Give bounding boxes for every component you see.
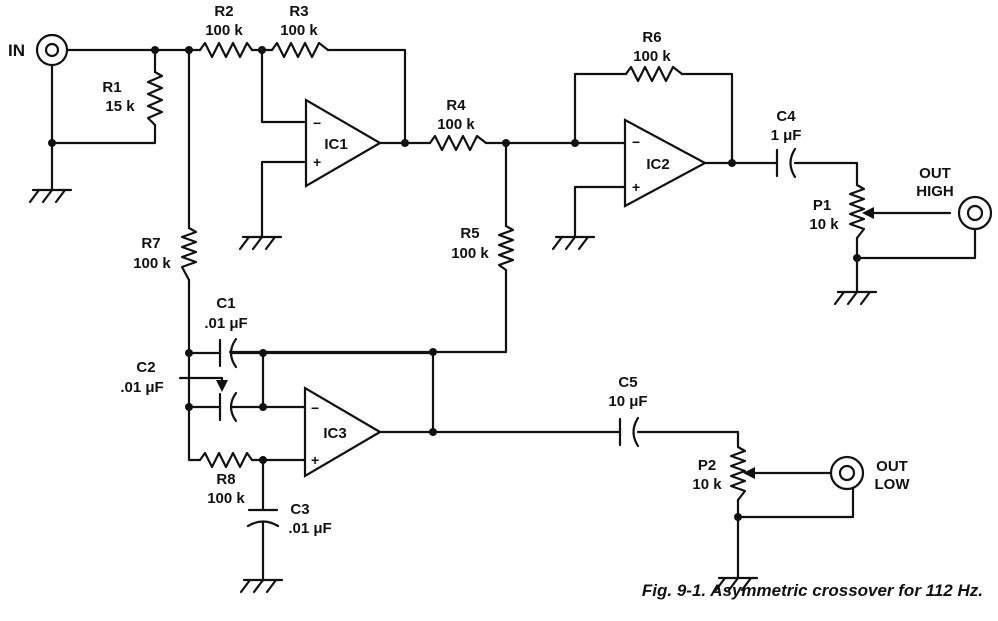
ic2-plus-sign: + <box>632 179 640 195</box>
label-c5-value: 10 μF <box>608 393 647 410</box>
label-r3-value: 100 k <box>280 22 318 39</box>
label-c5-name: C5 <box>618 374 637 391</box>
label-in: IN <box>8 41 25 60</box>
ic1-plus-sign: + <box>313 154 321 170</box>
label-r3-name: R3 <box>289 3 308 20</box>
op-amp-ic2 <box>623 118 708 208</box>
ground-symbols <box>28 188 878 594</box>
junction-dots <box>48 46 861 521</box>
label-r4-value: 100 k <box>437 116 475 133</box>
ground-icon <box>28 188 73 204</box>
resistors <box>146 41 684 469</box>
resistor-r5 <box>497 224 515 272</box>
label-c3-value: .01 μF <box>288 520 331 537</box>
pot-p1 <box>848 183 952 240</box>
label-r2-name: R2 <box>214 3 233 20</box>
label-ic1: IC1 <box>324 136 347 153</box>
label-c3-name: C3 <box>290 501 309 518</box>
capacitor-c5 <box>618 416 640 448</box>
label-out-high-1: OUT <box>919 165 951 182</box>
label-c2-name: C2 <box>136 359 155 376</box>
ic1-minus-sign: − <box>313 115 321 131</box>
ground-icon <box>238 235 283 251</box>
capacitor-c2 <box>178 376 238 423</box>
ground-icon <box>239 578 284 594</box>
label-r6-value: 100 k <box>633 48 671 65</box>
resistor-r3 <box>270 41 330 59</box>
label-r2-value: 100 k <box>205 22 243 39</box>
label-r1-value: 15 k <box>105 98 135 115</box>
label-c1-name: C1 <box>216 295 235 312</box>
label-p1-name: P1 <box>813 197 831 214</box>
capacitors <box>178 147 797 528</box>
label-out-low-1: OUT <box>876 458 908 475</box>
ground-icon <box>551 235 596 251</box>
label-r8-value: 100 k <box>207 490 245 507</box>
label-out-low-2: LOW <box>875 476 911 493</box>
label-ic3: IC3 <box>323 425 346 442</box>
capacitor-c4 <box>775 147 797 179</box>
label-p1-value: 10 k <box>809 216 839 233</box>
resistor-r6 <box>624 65 684 83</box>
label-p2-value: 10 k <box>692 476 722 493</box>
label-c4-name: C4 <box>776 108 796 125</box>
label-r1-name: R1 <box>102 79 121 96</box>
jack-out-high <box>957 195 993 237</box>
label-r8-name: R8 <box>216 471 235 488</box>
jack-in <box>35 33 69 67</box>
label-r5-name: R5 <box>460 225 479 242</box>
ground-icon <box>833 290 878 306</box>
label-r7-name: R7 <box>141 235 160 252</box>
label-c4-value: 1 μF <box>771 127 802 144</box>
capacitor-c1 <box>218 337 238 369</box>
ic3-minus-sign: − <box>311 400 319 416</box>
wires <box>50 48 977 582</box>
ic3-plus-sign: + <box>311 452 319 468</box>
label-c1-value: .01 μF <box>204 315 247 332</box>
label-r6-name: R6 <box>642 29 661 46</box>
ic2-minus-sign: − <box>632 134 640 150</box>
figure-caption: Fig. 9-1. Asymmetric crossover for 112 H… <box>642 581 983 600</box>
label-p2-name: P2 <box>698 457 716 474</box>
op-amp-ic3 <box>303 386 383 478</box>
resistor-r8 <box>198 451 254 469</box>
resistor-r4 <box>428 134 488 152</box>
label-r4-name: R4 <box>446 97 466 114</box>
label-r7-value: 100 k <box>133 255 171 272</box>
label-c2-value: .01 μF <box>120 379 163 396</box>
op-amp-ic1 <box>304 98 383 188</box>
label-out-high-2: HIGH <box>916 183 954 200</box>
resistor-r7 <box>180 226 198 282</box>
resistor-r1 <box>146 70 164 127</box>
label-r5-value: 100 k <box>451 245 489 262</box>
resistor-r2 <box>198 41 254 59</box>
label-ic2: IC2 <box>646 156 669 173</box>
pot-p2 <box>729 445 832 502</box>
capacitor-c3 <box>246 508 280 528</box>
ground-icon <box>714 576 759 592</box>
jack-out-low <box>829 455 865 491</box>
